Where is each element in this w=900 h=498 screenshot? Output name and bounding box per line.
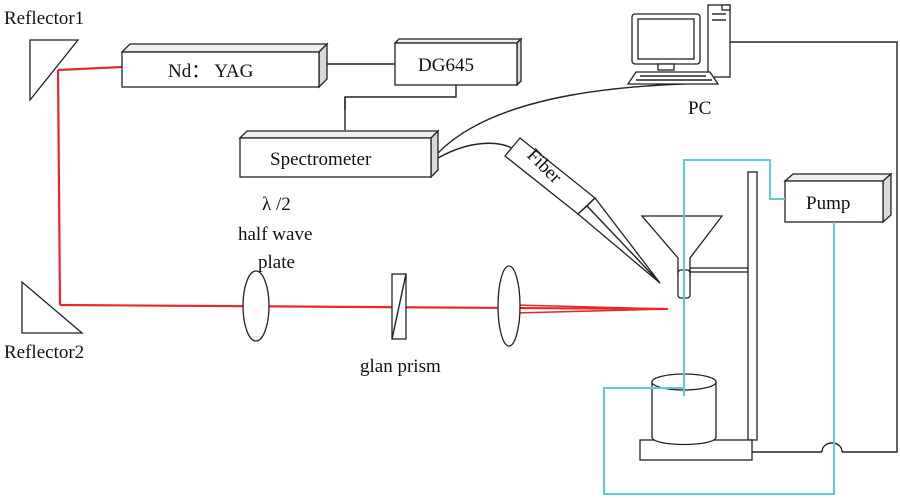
waveplate-label-line2: plate: [258, 252, 295, 273]
laser-label: Nd： YAG: [168, 61, 254, 82]
dg645-label: DG645: [418, 55, 474, 76]
waveplate-symbol: λ /2: [262, 194, 291, 215]
liquid-tubing: [603, 159, 835, 495]
pump-label: Pump: [806, 193, 850, 214]
optical-fiber: Fiber: [504, 137, 661, 284]
pc-label: PC: [688, 98, 711, 119]
nd-yag-laser: Nd： YAG: [120, 42, 329, 89]
spectrometer-fiber-cable: [437, 142, 516, 159]
pump: Pump: [783, 172, 893, 224]
dg645-delay-generator: DG645: [393, 37, 523, 87]
reflector2: Reflector2: [4, 280, 84, 363]
reflector1-label: Reflector1: [4, 8, 84, 29]
half-wave-plate: λ /2 half wave plate: [238, 194, 312, 342]
dg645-spectrometer-cable: [344, 85, 457, 130]
reflector2-label: Reflector2: [4, 342, 84, 363]
focusing-lens: [497, 265, 521, 347]
spectrometer: Spectrometer: [238, 129, 440, 179]
spectrometer-label: Spectrometer: [270, 149, 372, 170]
liquid-jet-system: [639, 171, 758, 461]
glan-prism: glan prism: [360, 273, 441, 377]
pc-control-cable: [730, 41, 898, 453]
waveplate-label-line1: half wave: [238, 224, 312, 245]
reflector1: Reflector1: [4, 8, 84, 102]
laser-beam: [56, 65, 669, 314]
prism-label: glan prism: [360, 356, 441, 377]
pc: PC: [626, 4, 731, 119]
spectrometer-pc-cable: [437, 82, 713, 154]
